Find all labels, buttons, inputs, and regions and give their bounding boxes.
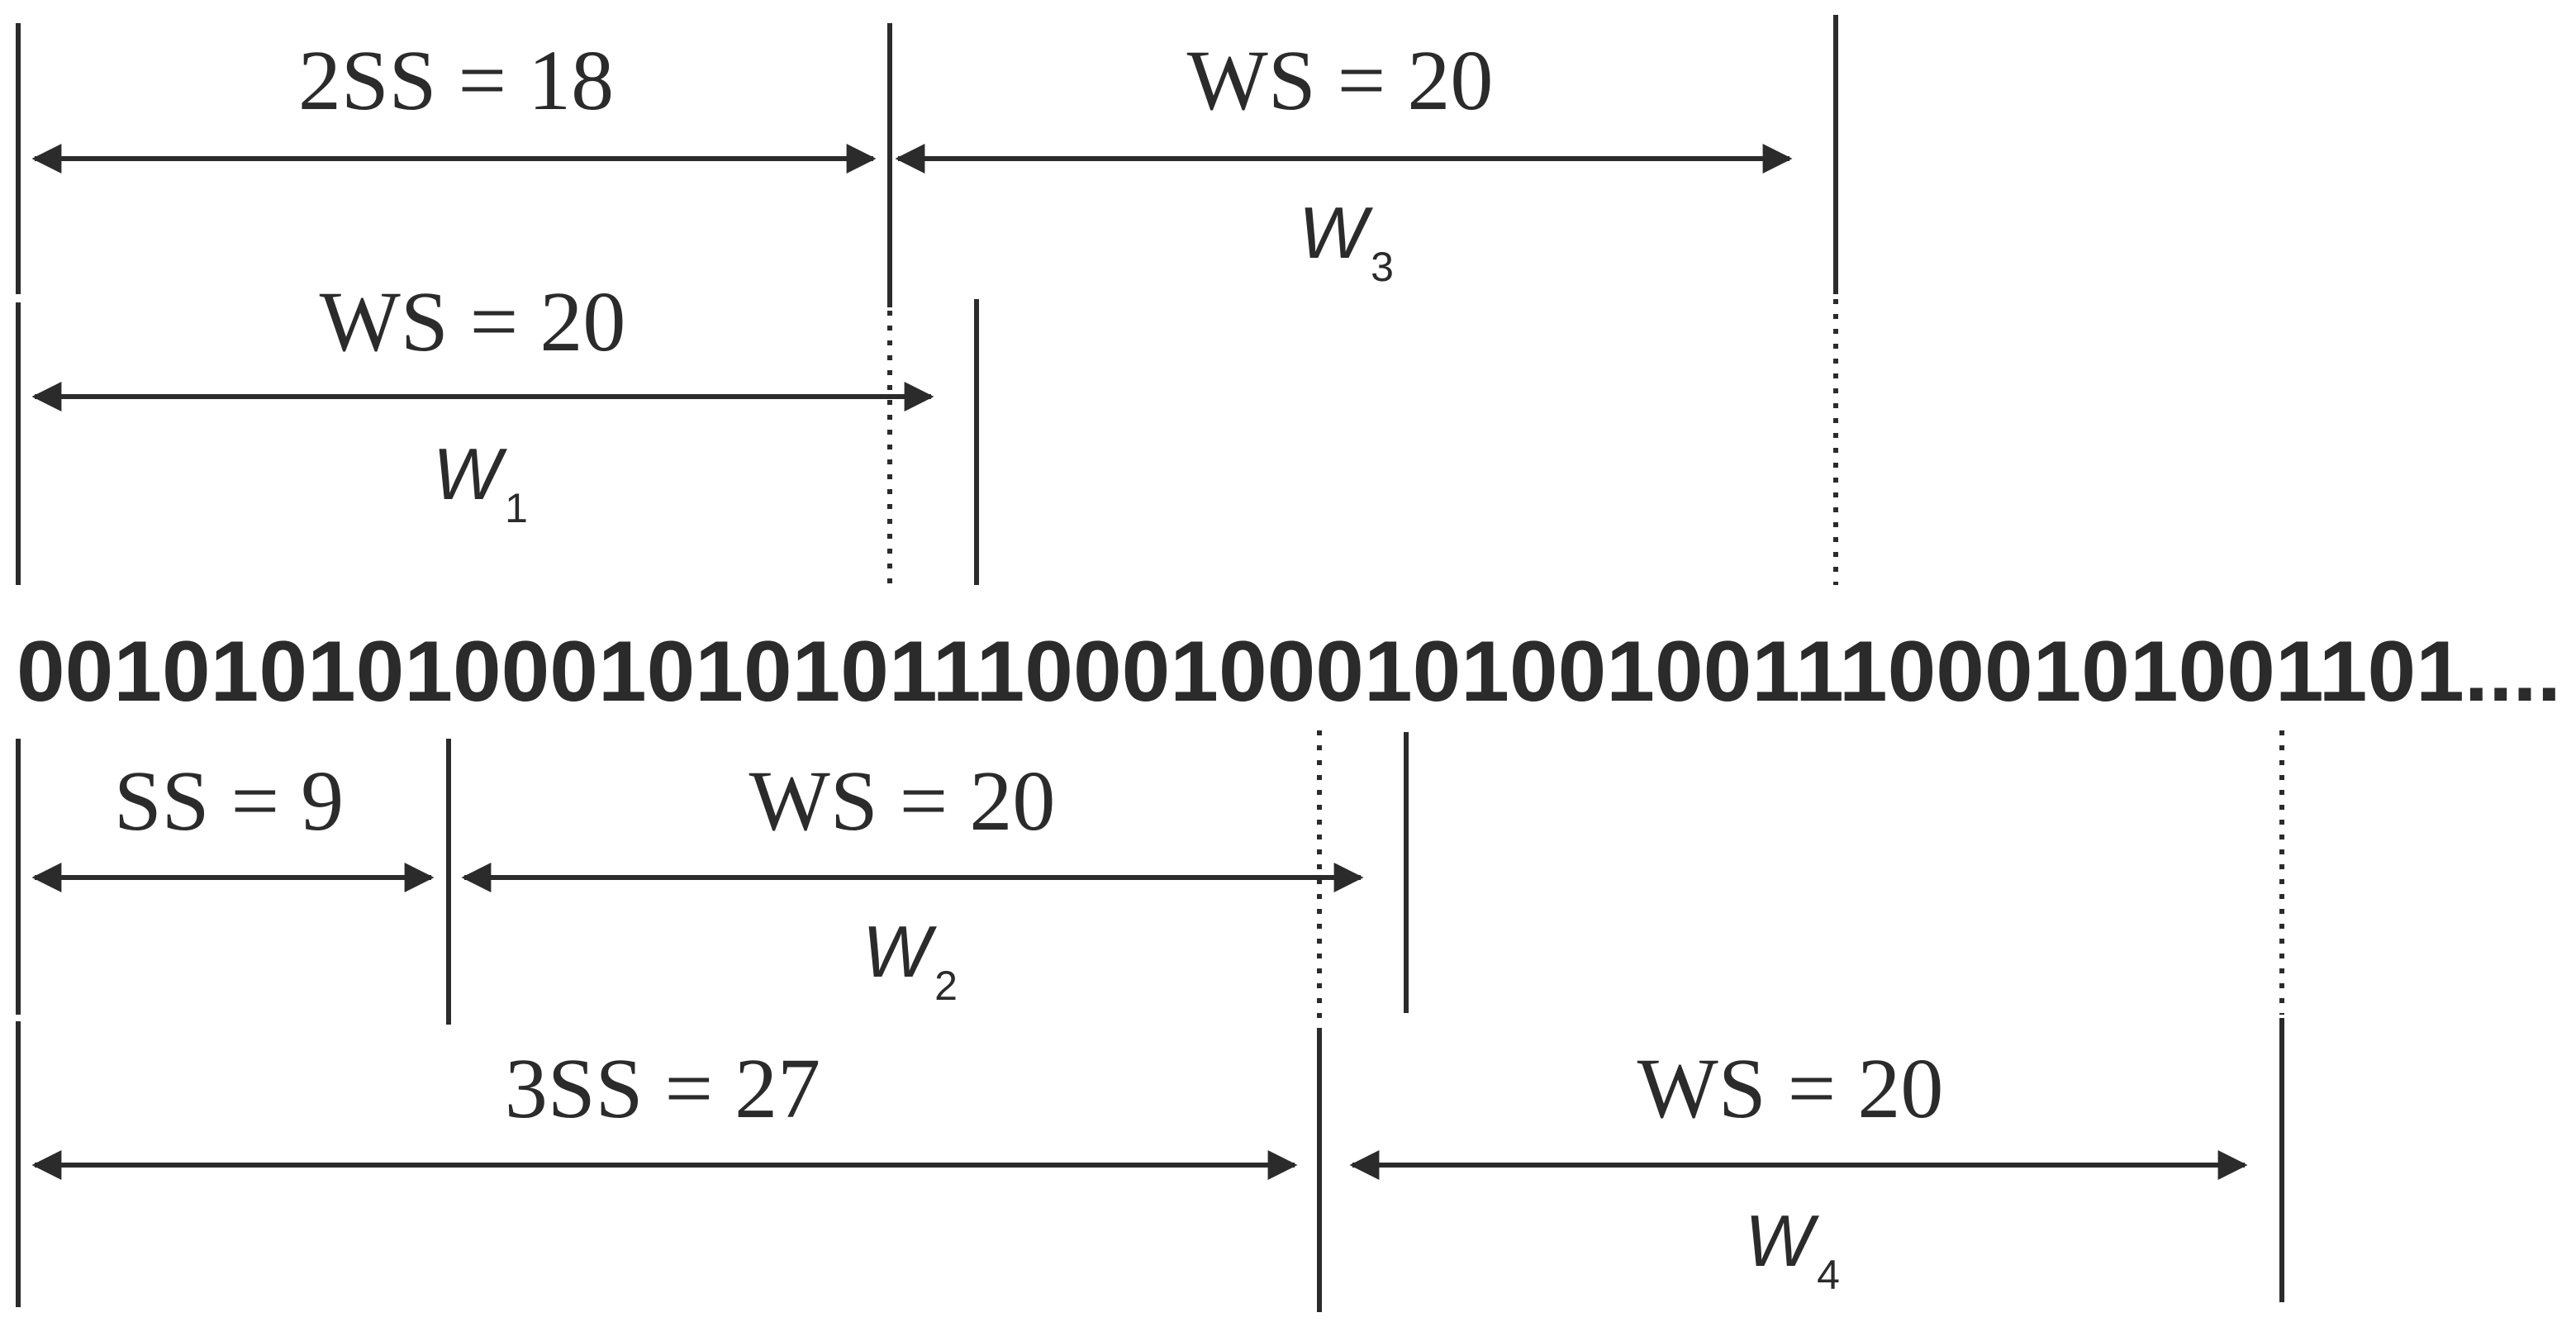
bit-sequence: 0010101010001010101110001000101001001110…: [17, 624, 2561, 720]
w2-window-subscript: 2: [934, 963, 958, 1009]
w4-window-label: W4: [1745, 1200, 1840, 1298]
w1-window-letter: W: [433, 433, 507, 515]
w1-window-label: W1: [433, 433, 528, 531]
w1-span-label: WS = 20: [320, 274, 626, 369]
w3-span-label: WS = 20: [1187, 33, 1494, 128]
w4-window-letter: W: [1745, 1200, 1819, 1282]
w4-offset-label: 3SS = 27: [505, 1041, 820, 1136]
w4-window-subscript: 4: [1817, 1252, 1840, 1298]
w3-window-label: W3: [1299, 192, 1394, 290]
w3-offset-label: 2SS = 18: [298, 33, 614, 128]
w2-window-letter: W: [863, 911, 937, 992]
w2-offset-label: SS = 9: [114, 754, 344, 849]
w3-window-letter: W: [1299, 192, 1373, 273]
w3-window-subscript: 3: [1371, 244, 1394, 290]
w4-span-label: WS = 20: [1637, 1041, 1944, 1136]
w1-window-subscript: 1: [505, 485, 528, 531]
w2-window-label: W2: [863, 911, 958, 1009]
w2-span-label: WS = 20: [749, 754, 1056, 849]
